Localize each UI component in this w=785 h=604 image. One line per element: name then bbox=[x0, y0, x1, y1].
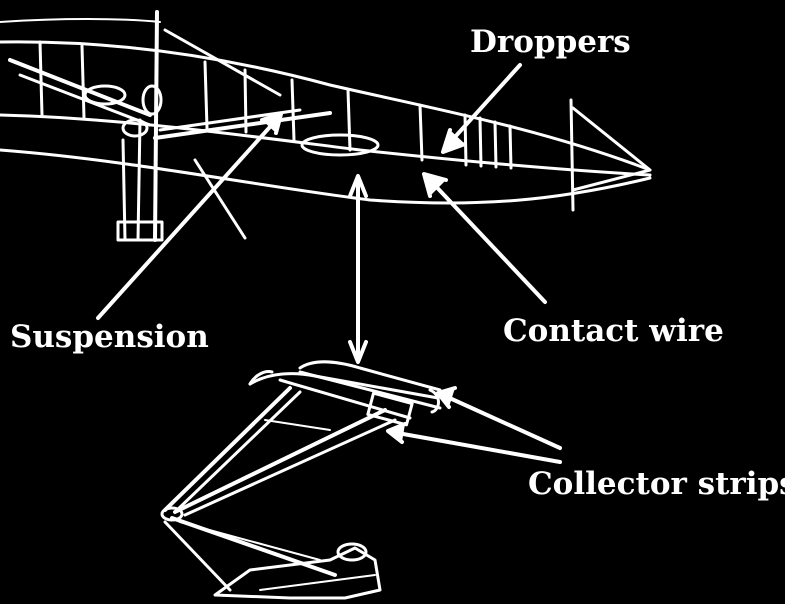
support-mast bbox=[8, 10, 282, 242]
collector-strip-back bbox=[298, 360, 442, 392]
pointer-arrows bbox=[96, 63, 562, 464]
contact-wire-pointer-head bbox=[422, 172, 448, 198]
dropper bbox=[418, 103, 424, 162]
mast-pole bbox=[153, 10, 159, 242]
diagonal-brace bbox=[163, 28, 282, 97]
suspension-pointer bbox=[96, 116, 280, 320]
registration-arm bbox=[153, 111, 332, 140]
dropper bbox=[478, 116, 483, 168]
collector-strips-label: Collector strips bbox=[528, 466, 785, 502]
upper-arm bbox=[173, 408, 387, 514]
lower-arm bbox=[163, 520, 232, 592]
droppers-pointer-head bbox=[441, 128, 467, 154]
mast-strut bbox=[121, 138, 127, 242]
dropper bbox=[346, 88, 352, 152]
end-pole bbox=[569, 98, 575, 212]
collector-pointer-lower-head bbox=[386, 422, 407, 444]
end-structure bbox=[569, 98, 652, 212]
upper-arm bbox=[183, 418, 397, 517]
cantilever-arm bbox=[8, 58, 152, 117]
contact-wire-label: Contact wire bbox=[503, 313, 724, 349]
dropper bbox=[80, 44, 86, 120]
end-triangle bbox=[571, 106, 652, 192]
pan-head-box bbox=[366, 391, 414, 427]
contact-wire-pointer bbox=[426, 176, 547, 304]
contact-wire-lower bbox=[0, 148, 652, 205]
steady-arm-loop bbox=[300, 133, 380, 157]
pantograph bbox=[160, 360, 442, 600]
dropper bbox=[38, 40, 44, 117]
pantograph-base bbox=[213, 546, 382, 600]
pan-crossbar bbox=[298, 370, 442, 410]
height-arrow bbox=[348, 174, 368, 364]
pan-horn-left bbox=[248, 370, 274, 386]
insulator bbox=[141, 84, 163, 116]
dropper bbox=[508, 124, 513, 170]
contact-wire bbox=[0, 113, 652, 177]
pan-horn-right bbox=[428, 388, 440, 414]
height-arrow-head-top bbox=[348, 174, 368, 198]
height-arrow-head-bottom bbox=[348, 340, 368, 364]
base-insulator bbox=[336, 542, 368, 562]
messenger-wire-upper bbox=[0, 18, 161, 23]
cantilever-arm bbox=[18, 73, 152, 127]
pan-crossbar bbox=[278, 378, 412, 420]
base-rail bbox=[259, 574, 376, 591]
insulator bbox=[83, 84, 127, 106]
collector-pointer-upper bbox=[441, 393, 562, 450]
lower-arm bbox=[179, 521, 321, 561]
collector-pointer-lower bbox=[390, 430, 562, 464]
upper-arm bbox=[173, 390, 302, 514]
collector-strip-front bbox=[248, 372, 440, 400]
droppers-label: Droppers bbox=[470, 24, 631, 60]
mast-base bbox=[116, 220, 164, 242]
droppers-pointer bbox=[443, 63, 522, 150]
suspension-label: Suspension bbox=[10, 319, 209, 355]
suspension-pointer-head bbox=[260, 112, 283, 135]
upper-arm-brace bbox=[264, 419, 331, 431]
collector-pointer-upper-head bbox=[436, 386, 457, 409]
upper-arm bbox=[163, 386, 292, 512]
dropper bbox=[493, 120, 498, 169]
dropper bbox=[203, 60, 209, 130]
messenger-wire bbox=[0, 40, 652, 172]
dropper bbox=[243, 68, 248, 134]
diagonal-brace bbox=[193, 158, 247, 240]
mast-pole-inner bbox=[136, 118, 142, 242]
catenary-wires bbox=[0, 18, 652, 205]
